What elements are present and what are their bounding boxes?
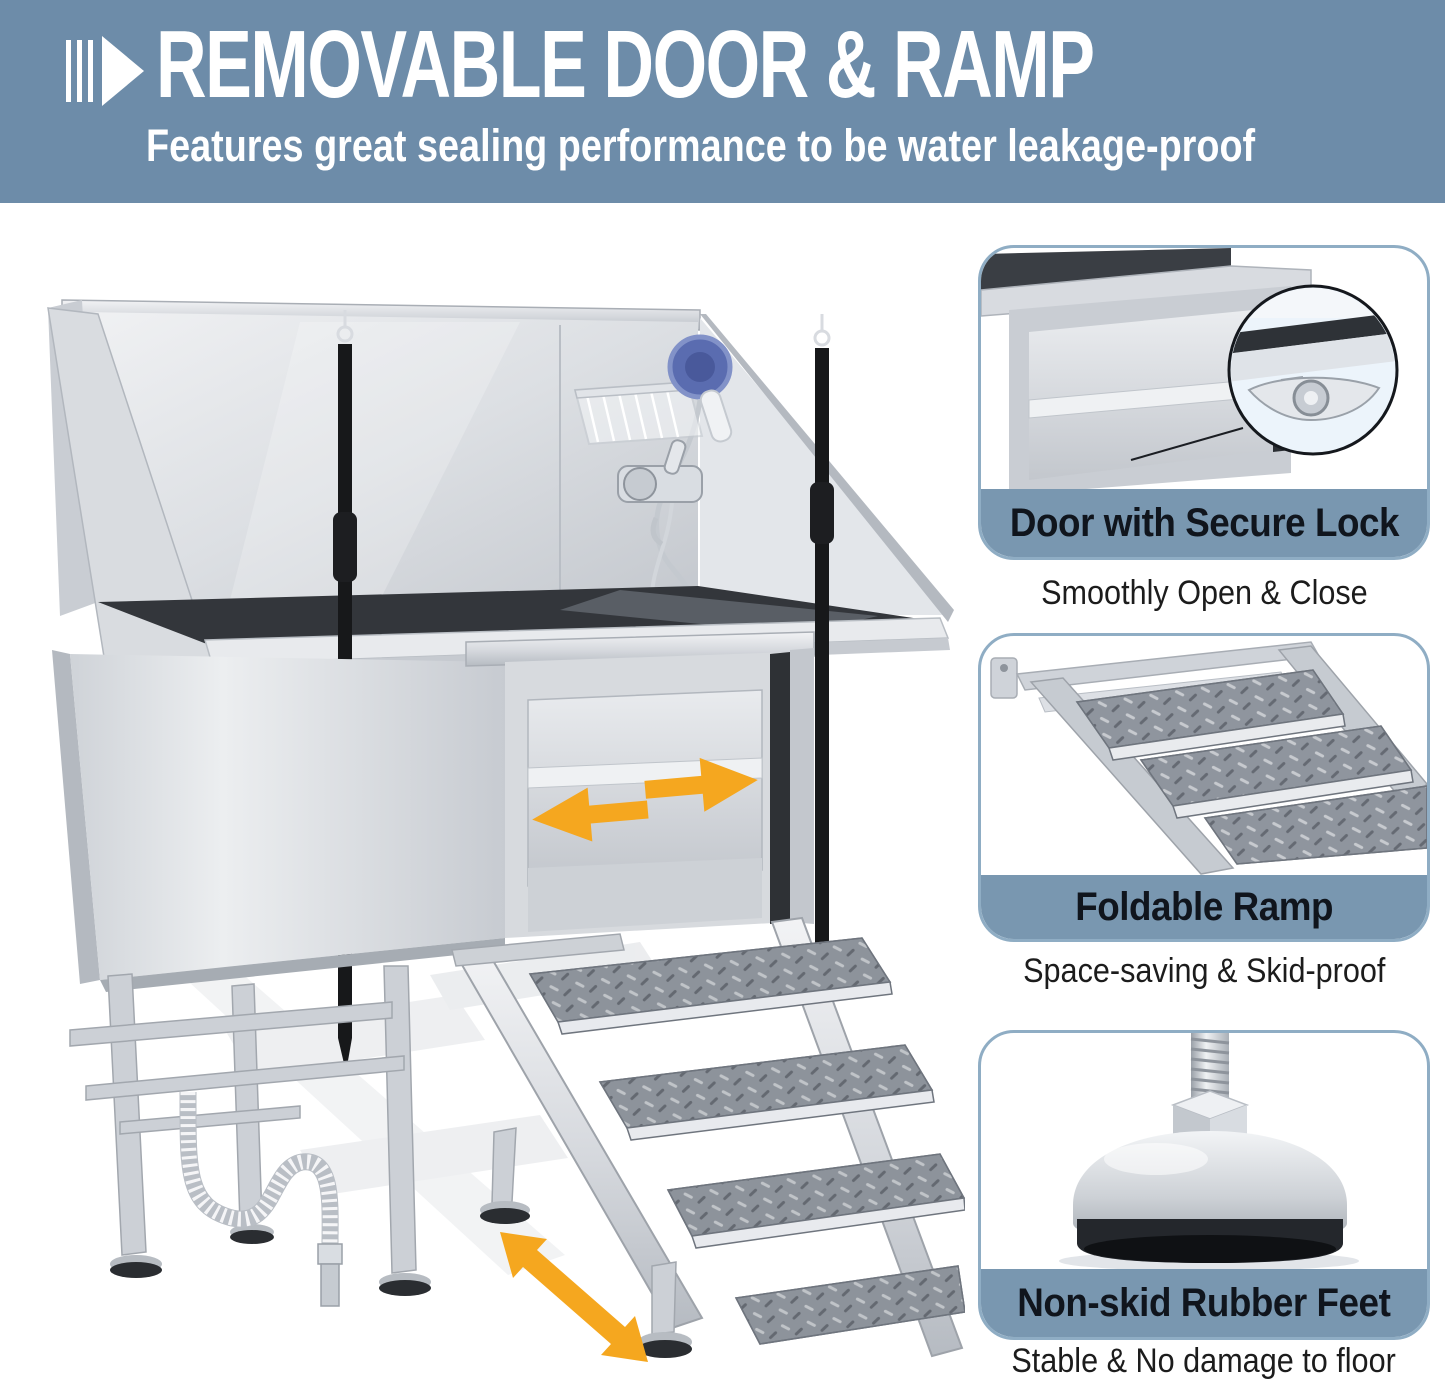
faucet-icon	[617, 439, 703, 547]
callout-title: Non-skid Rubber Feet	[1017, 1280, 1391, 1325]
callout-title: Door with Secure Lock	[1009, 500, 1399, 545]
ramp-closeup-photo	[990, 641, 1427, 875]
product-photo-grooming-tub	[47, 299, 965, 1362]
foot-adjust-arrow	[500, 1232, 648, 1362]
callout-card-foldable-ramp: Foldable Ramp	[978, 633, 1430, 942]
slide-direction-arrows	[532, 757, 758, 842]
door-lock-closeup-photo	[981, 248, 1399, 495]
callout-subtitle: Smoothly Open & Close	[1040, 574, 1368, 612]
lock-magnifier-circle	[1227, 284, 1399, 456]
header-banner: REMOVABLE DOOR & RAMP Features great sea…	[0, 0, 1445, 203]
bars-play-icon	[66, 36, 144, 106]
callout-title: Foldable Ramp	[1075, 884, 1333, 929]
splash-guard	[47, 299, 954, 745]
callout-card-door-lock: Door with Secure Lock	[978, 245, 1430, 560]
rubber-foot-closeup-photo	[1059, 1033, 1359, 1271]
drain-hose-icon	[179, 1091, 343, 1307]
callout-title-band: Non-skid Rubber Feet	[981, 1269, 1427, 1337]
adjustable-feet	[110, 1224, 431, 1296]
callout-card-rubber-foot: Non-skid Rubber Feet	[978, 1030, 1430, 1340]
callout-title-band: Door with Secure Lock	[981, 489, 1427, 557]
shower-fixtures	[573, 334, 733, 616]
page-title: REMOVABLE DOOR & RAMP	[156, 11, 1095, 118]
page-subtitle: Features great sealing performance to be…	[146, 120, 1256, 171]
callout-title-band: Foldable Ramp	[981, 875, 1427, 939]
cabinet-body	[52, 631, 815, 992]
callout-subtitle: Space-saving & Skid-proof	[1022, 952, 1386, 990]
legs-and-drain	[69, 965, 431, 1307]
callout-subtitle: Stable & No damage to floor	[1011, 1342, 1397, 1380]
step-ramp	[451, 916, 965, 1362]
shower-head-icon	[667, 334, 733, 443]
